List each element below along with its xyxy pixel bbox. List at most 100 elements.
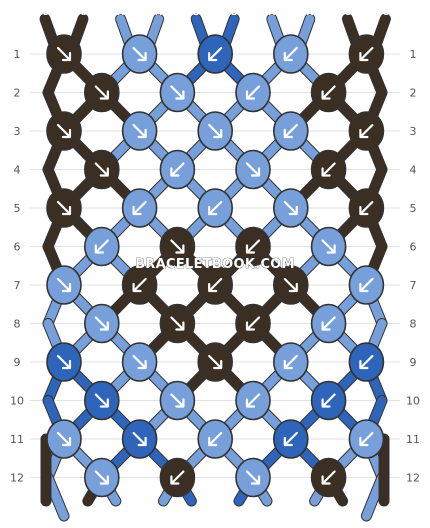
arrow-down-left-icon [283, 123, 298, 139]
row-number-right: 6 [410, 241, 417, 254]
bottom-strand-label: C [43, 510, 49, 519]
knot [272, 265, 309, 305]
arrow-down-left-icon [245, 393, 261, 408]
knot [84, 226, 120, 267]
knot [272, 34, 309, 74]
arrow-down-right-icon [170, 85, 185, 100]
top-strand-label: C [42, 8, 48, 17]
knot [272, 111, 309, 151]
arrow-down-right-icon [132, 354, 147, 370]
bottom-strand-label: C [85, 510, 91, 519]
top-strand-label: B [231, 8, 237, 17]
bottom-strand-label: A [311, 510, 318, 519]
knot [197, 419, 233, 459]
arrow-down-right-icon [56, 123, 72, 139]
knot [121, 265, 158, 305]
arrow-down-left-icon [359, 277, 374, 293]
arrow-down-left-icon [245, 316, 261, 331]
arrow-down-right-icon [94, 162, 109, 177]
arrow-down-left-icon [132, 277, 147, 293]
bottom-strand-label: A [160, 510, 167, 519]
bottom-strand-label: C [340, 510, 346, 519]
arrow-down-left-icon [283, 354, 298, 370]
row-number-right: 11 [406, 433, 420, 446]
row-number-left: 1 [14, 48, 21, 61]
knot [197, 34, 233, 74]
knot [159, 457, 196, 498]
knot [310, 226, 347, 267]
knot [84, 457, 120, 498]
knot [272, 342, 309, 382]
knot [235, 72, 271, 113]
knot [121, 111, 158, 151]
knot [348, 419, 385, 459]
arrow-down-left-icon [170, 162, 185, 177]
knot [348, 34, 385, 74]
row-number-left: 4 [14, 164, 21, 177]
knot-grid [46, 34, 385, 498]
arrow-down-left-icon [94, 239, 109, 254]
bottom-strand-label: B [188, 510, 194, 519]
knot [159, 226, 196, 267]
row-number-right: 2 [410, 87, 417, 100]
arrow-down-right-icon [208, 354, 223, 370]
arrow-down-right-icon [170, 316, 185, 331]
arrow-down-left-icon [208, 431, 223, 447]
arrow-down-right-icon [56, 431, 72, 447]
arrow-down-right-icon [56, 200, 72, 216]
bottom-strand-label: A [264, 510, 271, 519]
knot [197, 342, 233, 382]
row-number-left: 2 [14, 87, 21, 100]
knot [235, 149, 271, 190]
knot [235, 303, 271, 344]
top-strand-label: B [193, 8, 199, 17]
row-number-right: 10 [406, 395, 420, 408]
arrow-down-left-icon [283, 46, 298, 62]
knot [121, 342, 158, 382]
arrow-down-left-icon [283, 431, 298, 447]
row-number-left: 11 [10, 433, 24, 446]
knot [235, 226, 271, 267]
bottom-strand-label: C [381, 510, 387, 519]
arrow-down-right-icon [56, 354, 72, 370]
row-number-left: 6 [14, 241, 21, 254]
arrow-down-left-icon [321, 316, 336, 331]
knot [310, 72, 347, 113]
top-strand-label: A [307, 8, 314, 17]
knot [159, 303, 196, 344]
arrow-down-left-icon [208, 277, 223, 293]
arrow-down-right-icon [94, 316, 109, 331]
row-number-right: 4 [410, 164, 417, 177]
row-number-left: 10 [10, 395, 24, 408]
arrow-down-right-icon [170, 239, 185, 254]
row-number-right: 7 [410, 279, 417, 292]
arrow-down-right-icon [245, 470, 261, 485]
arrow-down-right-icon [170, 393, 185, 408]
knot [46, 111, 82, 151]
arrow-down-left-icon [245, 239, 261, 254]
arrow-down-right-icon [56, 46, 72, 62]
bottom-strand-label: A [113, 510, 120, 519]
knot [84, 72, 120, 113]
knot [46, 265, 82, 305]
knot [272, 419, 309, 459]
arrow-down-right-icon [94, 470, 109, 485]
knot [310, 380, 347, 421]
knot [348, 188, 385, 228]
knot [348, 111, 385, 151]
row-number-left: 5 [14, 202, 21, 215]
row-number-left: 8 [14, 318, 21, 331]
arrow-down-right-icon [245, 162, 261, 177]
bottom-strand-label: B [236, 510, 242, 519]
knot [348, 342, 385, 382]
arrow-down-left-icon [359, 354, 374, 370]
knot [197, 111, 233, 151]
top-strand-label: A [117, 8, 124, 17]
knot [310, 303, 347, 344]
arrow-down-left-icon [321, 470, 336, 485]
top-strand-label: A [269, 8, 276, 17]
knot [235, 457, 271, 498]
arrow-down-left-icon [359, 431, 374, 447]
knot [121, 34, 158, 74]
